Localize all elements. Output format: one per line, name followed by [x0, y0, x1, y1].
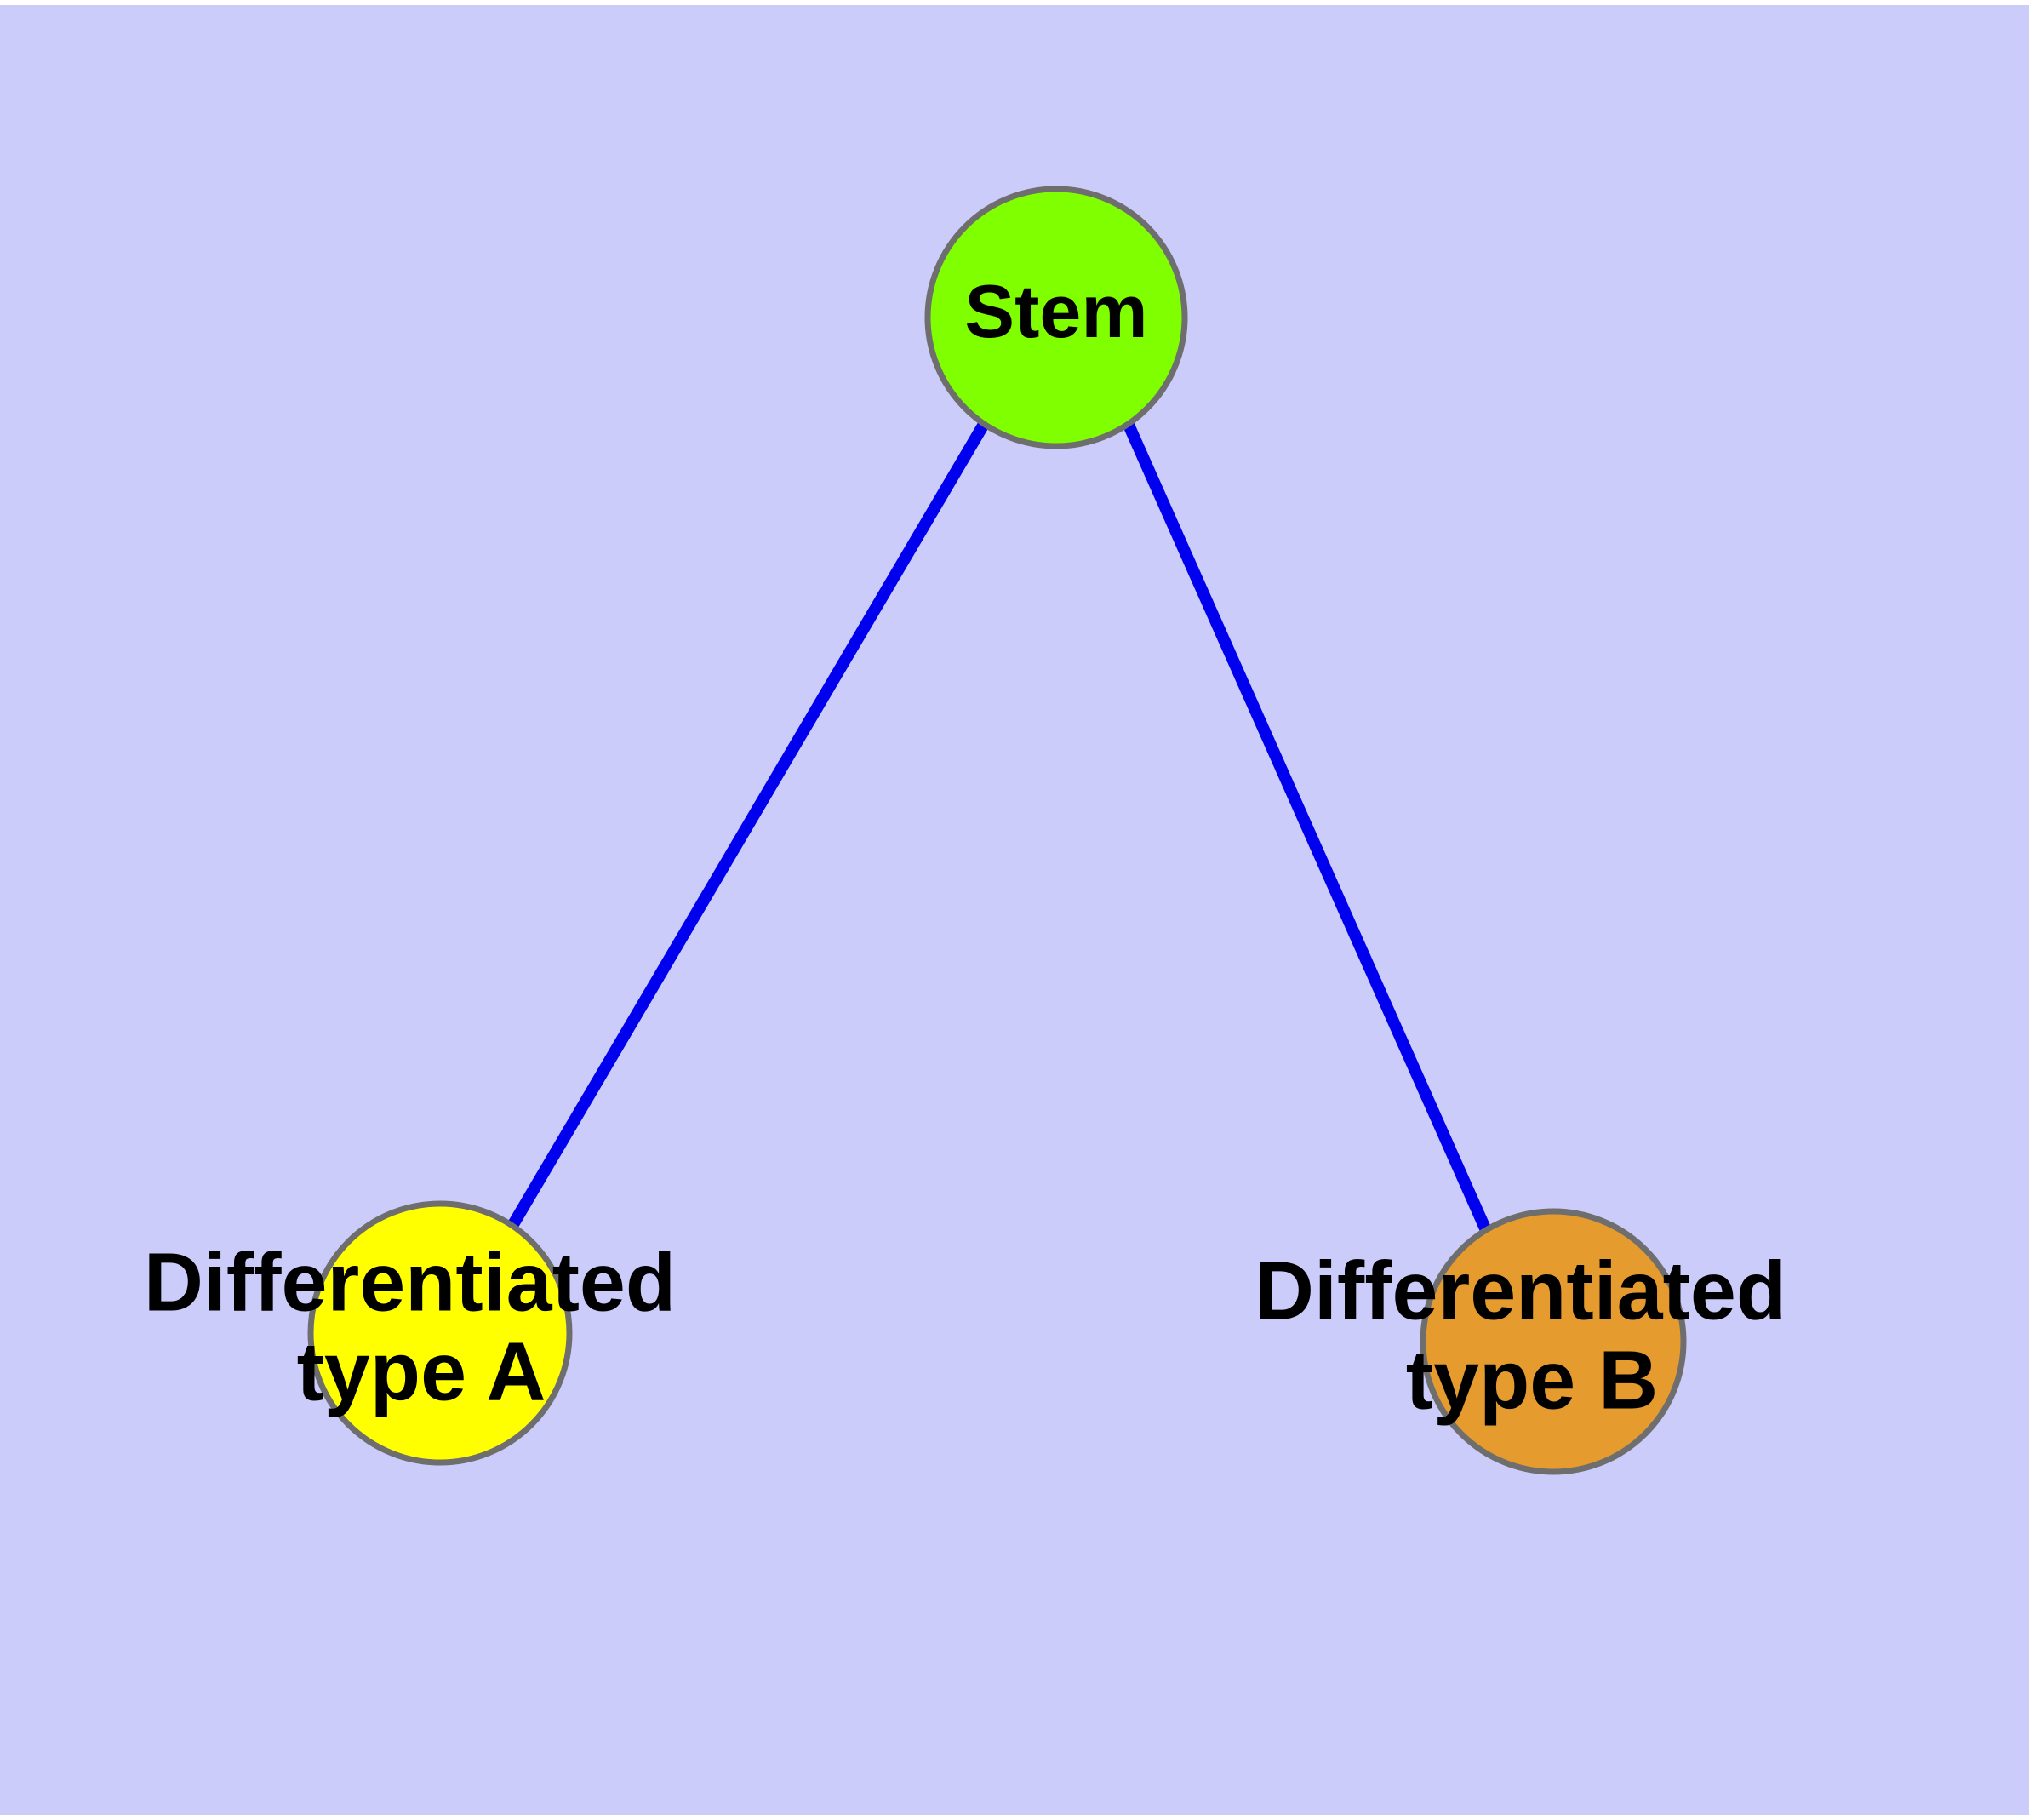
- label-layer: Stem Differentiated type A Differentiate…: [144, 269, 1809, 1426]
- node-stem[interactable]: [924, 186, 1188, 449]
- edge-stem-to-differentiated-type-a[interactable]: [506, 422, 989, 1229]
- node-differentiated-type-a[interactable]: [307, 1200, 573, 1466]
- node-label-stem: Stem: [964, 269, 1147, 353]
- edge-stem-to-differentiated-type-b[interactable]: [1123, 422, 1495, 1239]
- node-label-differentiated-type-b-line-2: type B: [1406, 1333, 1658, 1426]
- node-label-differentiated-type-a-line-1: Differentiated: [144, 1235, 676, 1328]
- edge-layer: [506, 422, 1495, 1239]
- node-label-differentiated-type-b: Differentiated type B: [1255, 1244, 1809, 1426]
- node-label-differentiated-type-a-line-2: type A: [297, 1325, 546, 1417]
- node-label-stem-line-1: Stem: [964, 269, 1147, 353]
- node-label-differentiated-type-b-line-1: Differentiated: [1255, 1244, 1786, 1336]
- node-differentiated-type-b[interactable]: [1420, 1208, 1687, 1475]
- node-layer: [307, 186, 1687, 1475]
- node-label-differentiated-type-a: Differentiated type A: [144, 1235, 699, 1417]
